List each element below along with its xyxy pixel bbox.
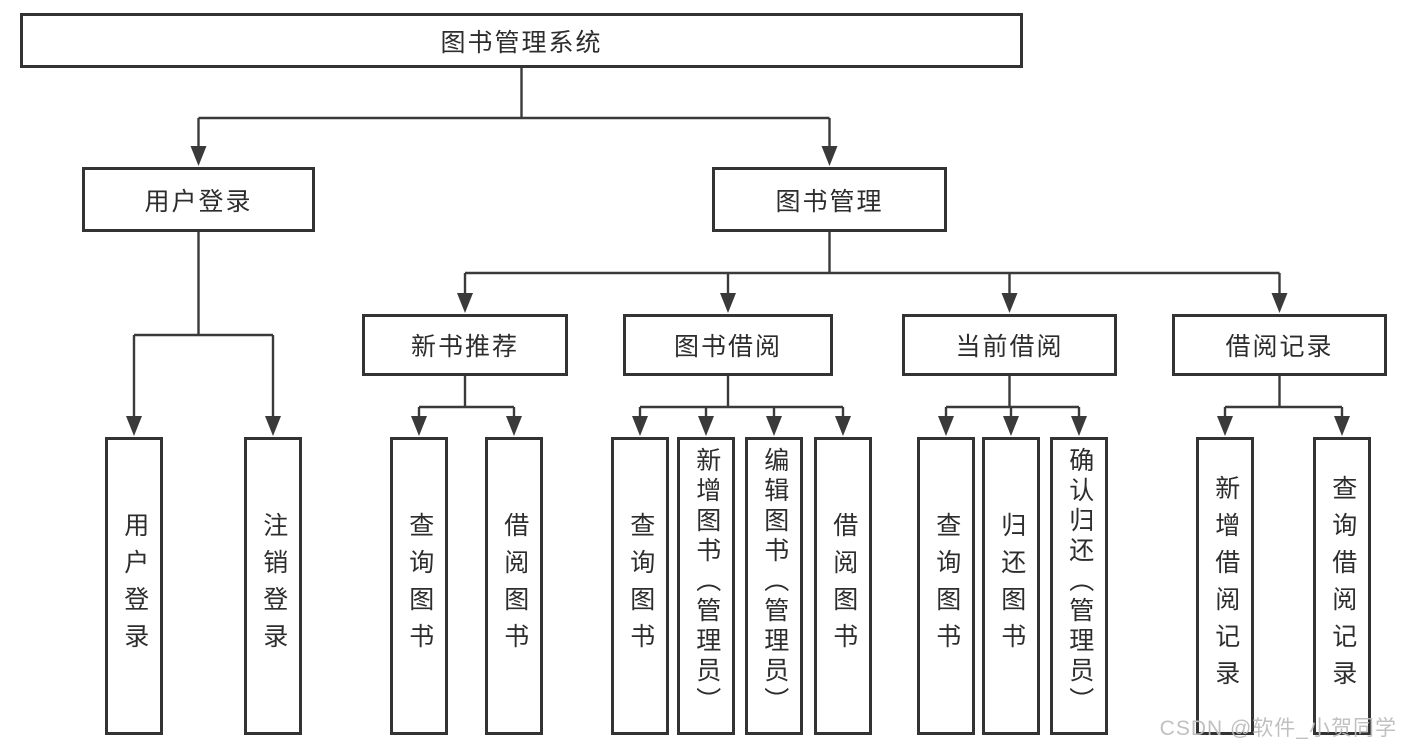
node-borrow-records: 借阅记录 (1172, 314, 1387, 376)
node-book-borrow: 图书借阅 (623, 314, 833, 376)
node-br-add: 新增借阅记录 (1196, 437, 1254, 735)
node-label-br-add: 新增借阅记录 (1211, 475, 1240, 697)
node-nb-borrow: 借阅图书 (485, 437, 543, 735)
node-login-leaf: 用户登录 (105, 437, 163, 735)
node-nb-query: 查询图书 (390, 437, 448, 735)
node-label-root: 图书管理系统 (440, 28, 603, 57)
node-label-borrow-records: 借阅记录 (1225, 333, 1334, 361)
node-label-cb-query: 查询图书 (932, 512, 961, 660)
node-bb-borrow: 借阅图书 (814, 437, 872, 735)
node-cb-return: 归还图书 (982, 437, 1040, 735)
node-user-login: 用户登录 (82, 167, 315, 232)
node-label-cb-return: 归还图书 (997, 512, 1026, 660)
node-label-book-mgmt: 图书管理 (775, 187, 884, 216)
node-label-bb-edit: 编辑图书（管理员） (760, 447, 789, 717)
node-bb-edit: 编辑图书（管理员） (745, 437, 803, 735)
node-br-query: 查询借阅记录 (1313, 437, 1371, 735)
node-bb-add: 新增图书（管理员） (677, 437, 735, 735)
node-label-bb-add: 新增图书（管理员） (692, 447, 721, 717)
node-label-cb-confirm: 确认归还（管理员） (1065, 447, 1094, 717)
node-new-book-rec: 新书推荐 (362, 314, 568, 376)
node-cb-confirm: 确认归还（管理员） (1050, 437, 1108, 735)
node-current-borrow: 当前借阅 (902, 314, 1117, 376)
node-root: 图书管理系统 (20, 13, 1023, 68)
node-logout-leaf: 注销登录 (244, 437, 302, 735)
node-label-bb-query: 查询图书 (626, 512, 655, 660)
node-label-login-leaf: 用户登录 (120, 512, 149, 660)
node-label-new-book-rec: 新书推荐 (410, 333, 519, 361)
csdn-watermark: CSDN @软件_小贺同学 (1159, 717, 1397, 740)
node-label-nb-query: 查询图书 (405, 512, 434, 660)
node-label-logout-leaf: 注销登录 (259, 512, 288, 660)
node-cb-query: 查询图书 (917, 437, 975, 735)
node-label-nb-borrow: 借阅图书 (500, 512, 529, 660)
node-label-bb-borrow: 借阅图书 (829, 512, 858, 660)
node-label-user-login: 用户登录 (144, 187, 253, 216)
node-label-current-borrow: 当前借阅 (955, 333, 1064, 361)
node-label-br-query: 查询借阅记录 (1328, 475, 1357, 697)
node-book-mgmt: 图书管理 (712, 167, 947, 232)
node-label-book-borrow: 图书借阅 (673, 333, 782, 361)
node-bb-query: 查询图书 (611, 437, 669, 735)
